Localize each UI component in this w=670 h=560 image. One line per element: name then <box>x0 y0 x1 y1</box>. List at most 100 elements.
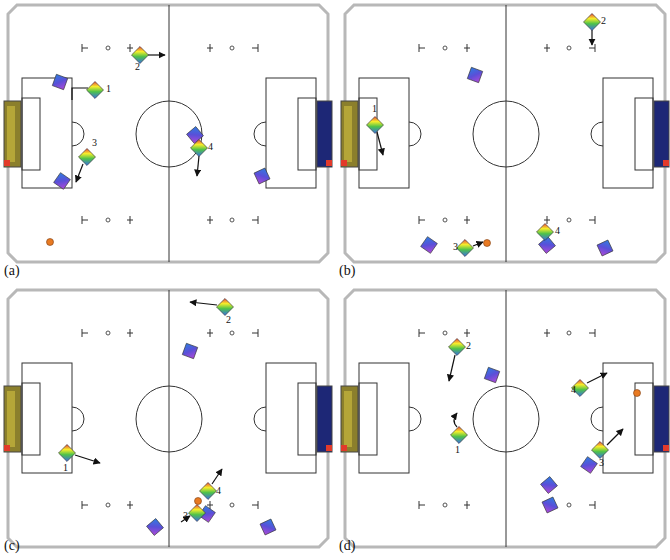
spot-dot <box>567 46 571 50</box>
opponent-robot <box>52 74 67 89</box>
robot-number: 1 <box>372 104 377 114</box>
opponent-robot <box>539 237 556 254</box>
opponent-robot <box>467 67 482 82</box>
goal-area <box>359 98 377 170</box>
motion-arrow <box>72 88 88 100</box>
team-robot <box>200 483 217 500</box>
team-robot <box>217 299 234 316</box>
spot-mark <box>258 216 259 224</box>
motion-arrow <box>212 469 222 484</box>
spot-mark <box>589 48 595 49</box>
spot-dot <box>230 46 234 50</box>
spot-dot <box>443 331 447 335</box>
team-robot <box>59 445 76 462</box>
blue-goal <box>317 101 332 167</box>
spot-mark <box>419 329 420 337</box>
opponent-robot <box>254 168 270 184</box>
motion-arrow <box>473 242 483 246</box>
spot-mark <box>595 44 596 52</box>
goal-marker <box>663 160 669 166</box>
spot-mark <box>130 44 131 52</box>
spot-dot <box>230 218 234 222</box>
ball <box>484 240 491 247</box>
spot-mark <box>419 48 425 49</box>
robot-number: 3 <box>92 138 97 148</box>
spot-mark <box>210 44 211 52</box>
ball <box>47 239 54 246</box>
field-border <box>345 5 665 262</box>
goal-inner <box>7 106 15 162</box>
penalty-box <box>603 78 653 188</box>
opponent-robot <box>542 497 558 513</box>
team-robot <box>537 224 554 241</box>
robot-number: 1 <box>455 445 460 455</box>
penalty-box <box>266 78 316 188</box>
robot-number: 3 <box>599 458 604 468</box>
spot-mark <box>589 505 595 506</box>
spot-mark <box>210 501 211 509</box>
spot-dot <box>106 331 110 335</box>
spot-dot <box>443 46 447 50</box>
team-robot <box>191 140 208 157</box>
spot-mark <box>258 501 259 509</box>
spot-mark <box>210 329 211 337</box>
panel-label: (c) <box>4 539 20 553</box>
spot-dot <box>567 503 571 507</box>
spot-mark <box>130 329 131 337</box>
motion-arrow <box>75 455 100 463</box>
center-line <box>169 290 170 547</box>
motion-arrow <box>148 54 165 55</box>
team-robot <box>132 47 149 64</box>
spot-mark <box>467 44 468 52</box>
motion-arrow <box>607 429 623 445</box>
team-robot <box>451 427 468 444</box>
opponent-robot <box>421 237 438 254</box>
goal-inner <box>344 391 352 447</box>
robot-number: 3 <box>453 242 458 252</box>
field-border <box>345 290 665 547</box>
goal-marker <box>4 160 10 166</box>
field-border <box>8 290 328 547</box>
opponent-robot <box>182 343 197 358</box>
yellow-goal <box>341 386 358 452</box>
spot-mark <box>589 333 595 334</box>
ball <box>195 498 202 505</box>
opponent-robot <box>541 477 558 494</box>
spot-mark <box>82 220 88 221</box>
goal-area <box>22 383 40 455</box>
penalty-box <box>22 78 72 188</box>
spot-mark <box>252 48 258 49</box>
penalty-box <box>359 363 409 473</box>
robot-number: 2 <box>466 341 471 351</box>
robot-number: 4 <box>571 385 576 395</box>
spot-dot <box>443 503 447 507</box>
blue-goal <box>654 101 669 167</box>
team-robot <box>457 240 474 257</box>
spot-mark <box>595 329 596 337</box>
spot-mark <box>589 220 595 221</box>
goal-inner <box>7 391 15 447</box>
penalty-arc <box>591 407 603 431</box>
blue-goal <box>317 386 332 452</box>
penalty-arc <box>409 122 421 146</box>
team-robot <box>584 14 601 31</box>
robot-number: 1 <box>106 84 111 94</box>
spot-mark <box>547 216 548 224</box>
penalty-box <box>603 363 653 473</box>
robot-number: 2 <box>601 16 606 26</box>
motion-arrow <box>587 373 607 383</box>
spot-mark <box>258 329 259 337</box>
spot-mark <box>419 216 420 224</box>
team-robot <box>572 380 589 397</box>
yellow-goal <box>341 101 358 167</box>
goal-marker <box>326 445 332 451</box>
goal-marker <box>341 445 347 451</box>
penalty-arc <box>72 122 84 146</box>
ball <box>634 390 641 397</box>
spot-mark <box>82 505 88 506</box>
penalty-arc <box>409 407 421 431</box>
opponent-robot <box>147 519 164 536</box>
panel-label: (d) <box>339 539 355 553</box>
goal-area <box>635 98 653 170</box>
